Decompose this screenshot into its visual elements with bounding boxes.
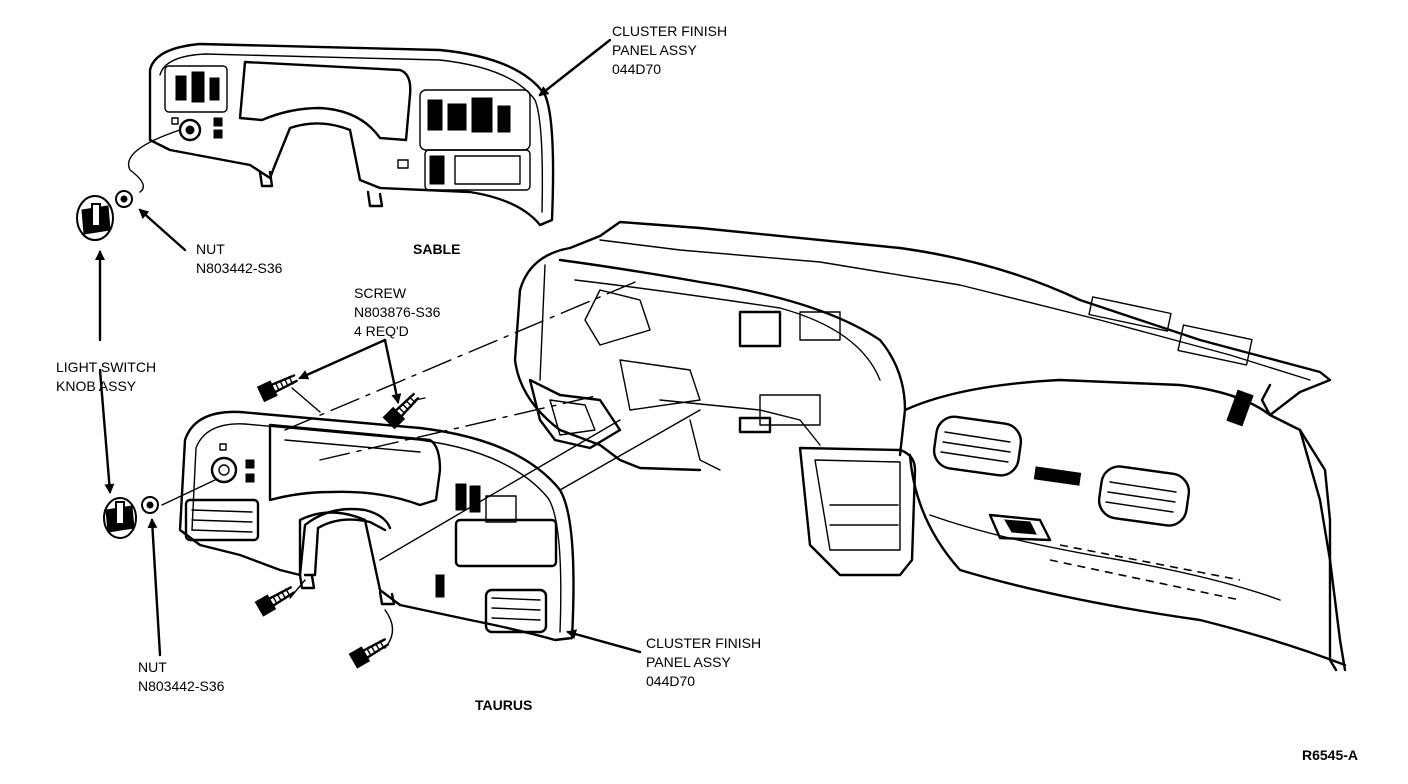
sable-panel-line-3: 044D70 (612, 61, 662, 77)
screw (254, 374, 420, 669)
light-switch-line-2: KNOB ASSY (56, 378, 137, 394)
taurus-label: TAURUS (475, 697, 533, 713)
screw-line-2: N803876-S36 (354, 304, 441, 320)
nut-top-label: NUT N803442-S36 (196, 240, 282, 278)
light-switch-line-1: LIGHT SWITCH (56, 359, 157, 375)
sable-panel-line-1: CLUSTER FINISH (612, 23, 728, 39)
screw-label: SCREW N803876-S36 4 REQ'D (354, 284, 440, 341)
nut-top-line-1: NUT (196, 241, 225, 257)
taurus-cluster-finish-panel (178, 410, 575, 642)
figure-code: R6545-A (1302, 747, 1359, 763)
light-switch-label: LIGHT SWITCH KNOB ASSY (56, 358, 156, 396)
nut-bottom-line-2: N803442-S36 (138, 678, 225, 694)
nut-top-line-2: N803442-S36 (196, 260, 283, 276)
taurus-cluster-panel-label: CLUSTER FINISH PANEL ASSY 044D70 (646, 634, 761, 691)
sable-label: SABLE (413, 241, 461, 257)
sable-cluster-finish-panel (148, 42, 555, 227)
screw-line-1: SCREW (354, 285, 407, 301)
taurus-panel-line-1: CLUSTER FINISH (646, 635, 762, 651)
instrument-panel-assembly (513, 220, 1347, 672)
taurus-panel-line-2: PANEL ASSY (646, 654, 731, 670)
nut-bottom-line-1: NUT (138, 659, 167, 675)
sable-cluster-panel-label: CLUSTER FINISH PANEL ASSY 044D70 (612, 22, 727, 79)
sable-light-switch-knob (76, 190, 133, 241)
taurus-panel-line-3: 044D70 (646, 673, 696, 689)
sable-panel-line-2: PANEL ASSY (612, 42, 697, 58)
taurus-light-switch-knob (103, 496, 159, 539)
screw-line-3: 4 REQ'D (354, 323, 409, 339)
nut-bottom-label: NUT N803442-S36 (138, 658, 224, 696)
